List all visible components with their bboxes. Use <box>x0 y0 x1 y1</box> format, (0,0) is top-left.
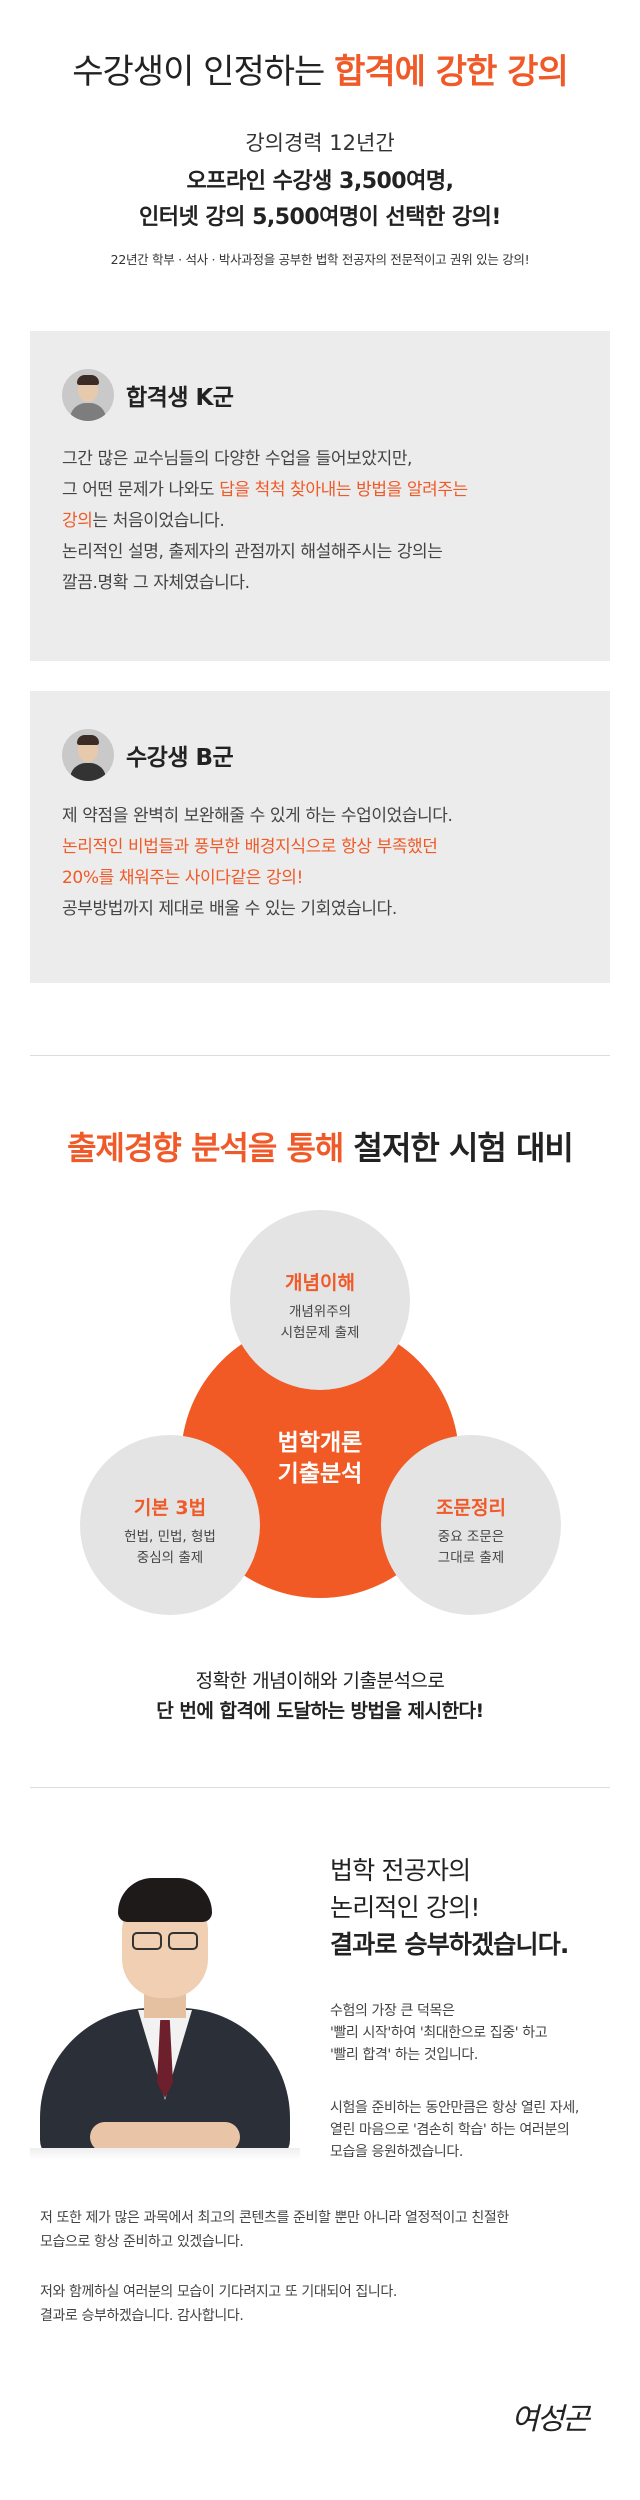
hero-title-prefix: 수강생이 인정하는 <box>72 52 335 92</box>
review-highlight: 답을 척척 찾아내는 방법을 알려주는 <box>219 480 468 500</box>
review-fragment: 제 약점을 완벽히 보완해줄 수 있게 하는 수업이었습니다. <box>62 806 453 826</box>
review-line: 공부방법까지 제대로 배울 수 있는 기회였습니다. <box>62 894 602 925</box>
bubble-desc-line: 개념위주의 <box>288 1304 352 1320</box>
section2-title-accent: 출제경향 분석을 통해 <box>67 1129 344 1167</box>
review-line: 깔끔.명확 그 자체였습니다. <box>62 568 602 599</box>
section2-caption-emphasis: 단 번에 합격에 도달하는 방법을 제시한다! <box>156 1700 484 1722</box>
instructor-headline: 법학 전공자의 논리적인 강의! 결과로 승부하겠습니다. <box>330 1852 569 1963</box>
section-divider <box>30 1787 610 1788</box>
avatar-icon <box>62 369 114 421</box>
paragraph-line: 열린 마음으로 '겸손히 학습' 하는 여러분의 <box>330 2122 570 2138</box>
instructor-signature: 여성곤 <box>511 2402 590 2437</box>
hero-title: 수강생이 인정하는 합격에 강한 강의 <box>0 44 640 93</box>
paragraph-line: 수험의 가장 큰 덕목은 <box>330 2003 455 2019</box>
hero-career: 강의경력 12년간 <box>245 131 395 155</box>
hero-title-accent: 합격에 강한 강의 <box>334 52 569 92</box>
review-card-k: 합격생 K군 그간 많은 교수님들의 다양한 수업을 들어보았지만, 그 어떤 문… <box>30 331 610 661</box>
review-line: 논리적인 비법들과 풍부한 배경지식으로 항상 부족했던 <box>62 832 602 863</box>
headline-line: 논리적인 강의! <box>330 1893 480 1922</box>
paragraph-line: '빨리 시작'하여 '최대한으로 집중' 하고 <box>330 2025 548 2041</box>
core-label-line1: 법학개론 <box>277 1430 363 1456</box>
review-line: 그 어떤 문제가 나와도 답을 척척 찾아내는 방법을 알려주는 <box>62 475 602 506</box>
section2-title-rest: 철저한 시험 대비 <box>343 1129 574 1167</box>
review-name: 수강생 B군 <box>126 745 234 771</box>
review-fragment: 그간 많은 교수님들의 다양한 수업을 들어보았지만, <box>62 449 413 469</box>
section2-caption: 정확한 개념이해와 기출분석으로 <box>195 1670 445 1692</box>
headline-line-emphasis: 결과로 승부하겠습니다. <box>330 1930 569 1959</box>
headline-line: 법학 전공자의 <box>330 1856 471 1885</box>
core-label-line2: 기출분석 <box>277 1461 363 1487</box>
bubble-desc-line: 헌법, 민법, 형법 <box>124 1529 216 1545</box>
bubble-desc-line: 시험문제 출제 <box>280 1325 360 1341</box>
hero-online-count: 인터넷 강의 5,500여명이 선택한 강의! <box>139 205 501 230</box>
hero-offline-count: 오프라인 수강생 3,500여명, <box>186 169 454 194</box>
review-fragment: 는 처음이었습니다. <box>92 511 225 531</box>
review-highlight: 20%를 채워주는 사이다같은 강의! <box>62 868 303 888</box>
paragraph-line: '빨리 합격' 하는 것입니다. <box>330 2047 478 2063</box>
review-fragment: 그 어떤 문제가 나와도 <box>62 480 220 500</box>
message-line: 저 또한 제가 많은 과목에서 최고의 콘텐츠를 준비할 뿐만 아니라 열정적이… <box>40 2210 509 2226</box>
review-line: 그간 많은 교수님들의 다양한 수업을 들어보았지만, <box>62 444 602 475</box>
bubble-title: 개념이해 <box>285 1272 355 1294</box>
review-card-b: 수강생 B군 제 약점을 완벽히 보완해줄 수 있게 하는 수업이었습니다. 논리… <box>30 691 610 983</box>
avatar-icon <box>62 729 114 781</box>
message-line: 저와 함께하실 여러분의 모습이 기다려지고 또 기대되어 집니다. <box>40 2284 397 2300</box>
bubble-title: 조문정리 <box>436 1497 506 1519</box>
review-line: 20%를 채워주는 사이다같은 강의! <box>62 863 602 894</box>
review-fragment: 깔끔.명확 그 자체였습니다. <box>62 573 250 593</box>
bubble-desc-line: 그대로 출제 <box>437 1550 505 1566</box>
review-header: 수강생 B군 <box>62 729 234 781</box>
review-text: 제 약점을 완벽히 보완해줄 수 있게 하는 수업이었습니다. 논리적인 비법들과… <box>62 801 602 925</box>
review-text: 그간 많은 교수님들의 다양한 수업을 들어보았지만, 그 어떤 문제가 나와도 … <box>62 444 602 599</box>
review-header: 합격생 K군 <box>62 369 234 421</box>
bubble-title: 기본 3법 <box>133 1497 207 1519</box>
hero-note: 22년간 학부 · 석사 · 박사과정을 공부한 법학 전공자의 전문적이고 권… <box>110 252 530 267</box>
message-line: 결과로 승부하겠습니다. 감사합니다. <box>40 2308 244 2324</box>
message-line: 모습으로 항상 준비하고 있겠습니다. <box>40 2234 244 2250</box>
section2-title: 출제경향 분석을 통해 철저한 시험 대비 <box>0 1123 640 1169</box>
instructor-paragraph-1: 수험의 가장 큰 덕목은 '빨리 시작'하여 '최대한으로 집중' 하고 '빨리… <box>330 2000 548 2066</box>
core-label: 법학개론 기출분석 <box>181 1428 459 1490</box>
review-highlight: 강의 <box>62 511 93 531</box>
review-line: 강의는 처음이었습니다. <box>62 506 602 537</box>
paragraph-line: 모습을 응원하겠습니다. <box>330 2144 463 2160</box>
bubble-desc-line: 중요 조문은 <box>437 1529 505 1545</box>
instructor-photo <box>30 1830 300 2160</box>
review-fragment: 논리적인 설명, 출제자의 관점까지 해설해주시는 강의는 <box>62 542 443 562</box>
paragraph-line: 시험을 준비하는 동안만큼은 항상 열린 자세, <box>330 2100 579 2116</box>
bubble-desc-line: 중심의 출제 <box>136 1550 204 1566</box>
instructor-message-1: 저 또한 제가 많은 과목에서 최고의 콘텐츠를 준비할 뿐만 아니라 열정적이… <box>40 2206 509 2254</box>
review-line: 논리적인 설명, 출제자의 관점까지 해설해주시는 강의는 <box>62 537 602 568</box>
instructor-paragraph-2: 시험을 준비하는 동안만큼은 항상 열린 자세, 열린 마음으로 '겸손히 학습… <box>330 2097 579 2163</box>
review-name: 합격생 K군 <box>126 385 234 411</box>
review-highlight: 논리적인 비법들과 풍부한 배경지식으로 항상 부족했던 <box>62 837 438 857</box>
review-line: 제 약점을 완벽히 보완해줄 수 있게 하는 수업이었습니다. <box>62 801 602 832</box>
instructor-message-2: 저와 함께하실 여러분의 모습이 기다려지고 또 기대되어 집니다. 결과로 승… <box>40 2280 397 2328</box>
section-divider <box>30 1055 610 1056</box>
review-fragment: 공부방법까지 제대로 배울 수 있는 기회였습니다. <box>62 899 397 919</box>
